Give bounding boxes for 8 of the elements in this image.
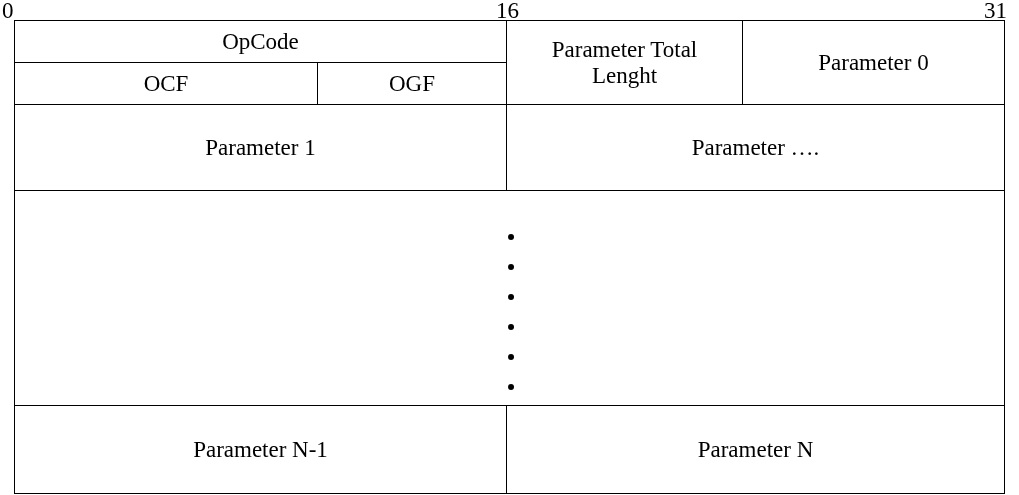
empty-cell [14,190,1005,406]
bit-number: 31 [984,0,1007,22]
bit-number: 0 [2,0,14,22]
field-cell: Parameter 0 [742,20,1005,105]
field-cell: OpCode [14,20,507,63]
field-cell: Parameter N-1 [14,405,507,494]
field-cell: Parameter N [506,405,1005,494]
bit-number: 16 [496,0,519,22]
